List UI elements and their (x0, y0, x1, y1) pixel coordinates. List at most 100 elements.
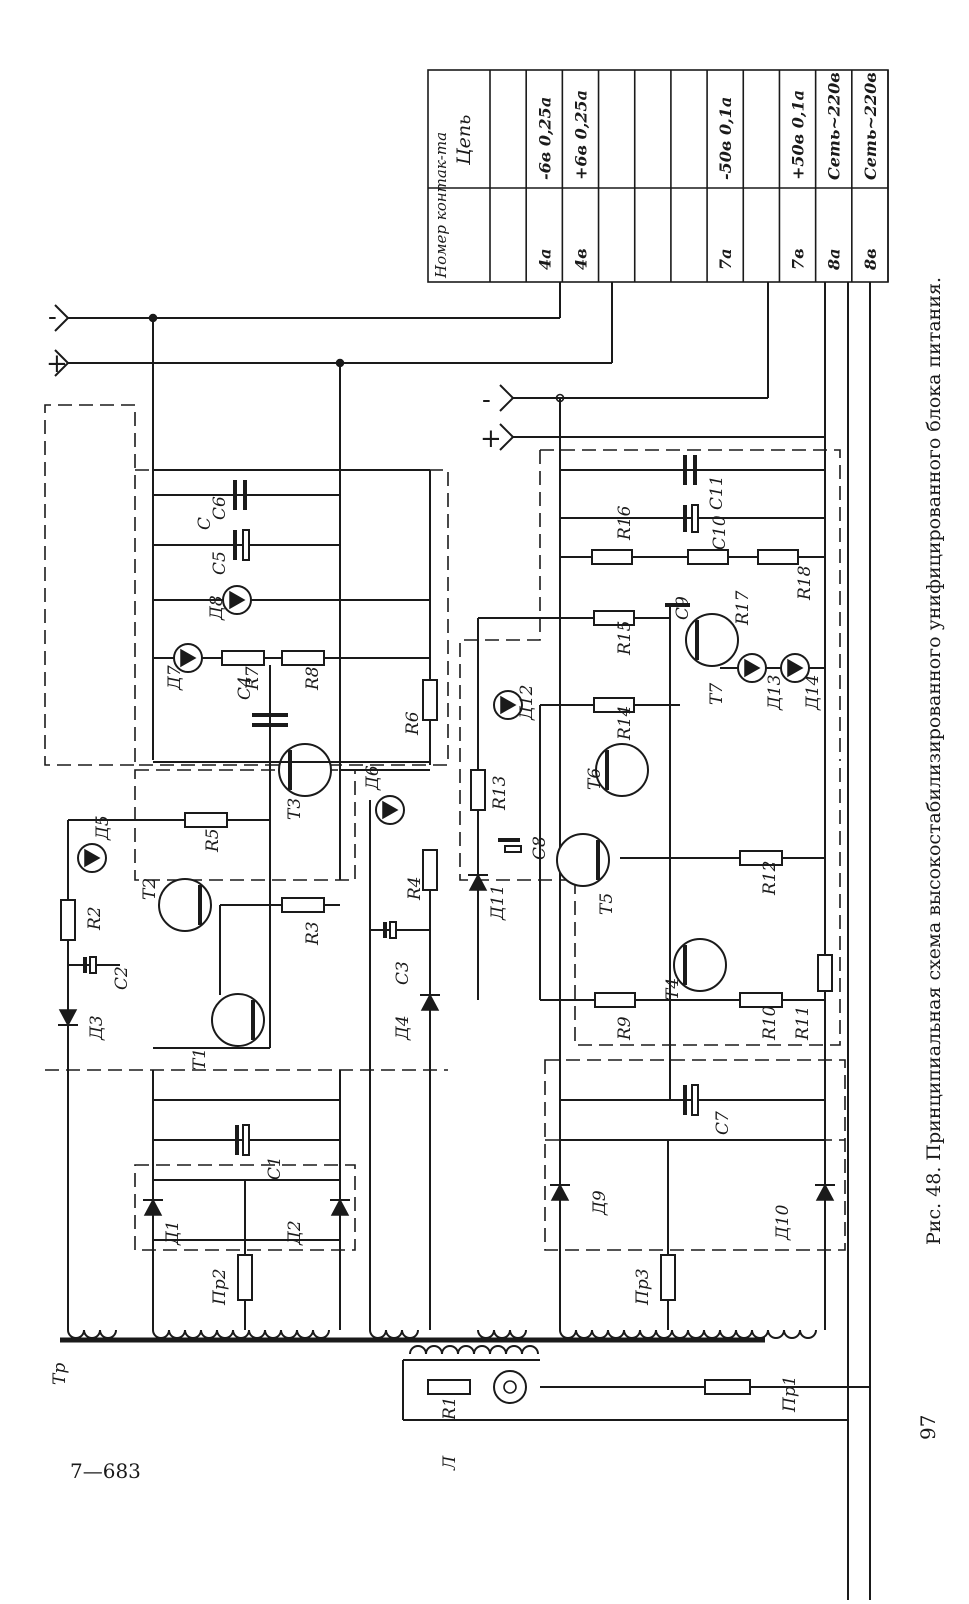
resistor-r15 (593, 610, 635, 626)
resistor-r7-label: R7 (243, 666, 263, 691)
fuse-pr3 (660, 1254, 676, 1301)
fuse-pr3-label: Пр3 (633, 1268, 653, 1306)
c6-label: C (195, 517, 215, 530)
resistor-r17-label: R17 (733, 590, 753, 626)
diode-d7-icon (173, 643, 203, 673)
transistor-t4-icon (673, 938, 727, 992)
winding-coil (369, 1329, 419, 1339)
resistor-r13 (470, 769, 486, 811)
resistor-r14 (593, 697, 635, 713)
capacitor-c3-label: C3 (393, 961, 413, 985)
transformer-windings (67, 1329, 817, 1355)
capacitor-c8-label: C8 (530, 836, 550, 860)
table-cell-contact: 7а (716, 249, 735, 271)
transistor-t6-label: T6 (585, 768, 605, 790)
table-cell-contact: 8а (825, 249, 844, 272)
diode-d5-label: Д5 (93, 815, 113, 841)
resistor-r6-label: R6 (403, 711, 423, 736)
capacitor-c7 (683, 1084, 699, 1116)
resistor-r8 (281, 650, 325, 666)
capacitor-c1-label: C1 (265, 1156, 285, 1180)
diode-d1-label: Д1 (163, 1220, 183, 1246)
transistor-t1-label: T1 (190, 1048, 210, 1070)
transistor-t2-label: T2 (140, 878, 160, 900)
resistor-r13-label: R13 (490, 776, 510, 811)
resistor-r1 (427, 1379, 471, 1395)
lamp-label: Л (440, 1455, 460, 1471)
table-cell-contact: 4в (571, 248, 590, 270)
capacitor-c6-label: C6 (210, 496, 230, 520)
table-cell-contact: 4а (535, 249, 554, 271)
transistor-t3-icon (278, 743, 332, 797)
resistor-r12-label: R12 (760, 861, 780, 896)
diode-d4-label: Д4 (393, 1015, 413, 1041)
transistor-t5-icon (556, 833, 610, 887)
table-cell-circuit: -6в 0,25а (535, 97, 554, 180)
transistor-t7-icon (685, 613, 739, 667)
table-cell-circuit: -50в 0,1а (716, 97, 735, 180)
resistor-r4-label: R4 (405, 876, 425, 901)
diode-d6-icon (375, 795, 405, 825)
fuse-pr2-label: Пр2 (210, 1268, 230, 1306)
diode-d3-icon (58, 1009, 78, 1027)
diode-d5-icon (77, 843, 107, 873)
resistor-r11 (817, 954, 833, 992)
diode-d13-icon (737, 653, 767, 683)
resistor-r4 (422, 849, 438, 891)
diode-d12-icon (493, 690, 523, 720)
resistor-r9 (594, 992, 636, 1008)
table-header-circuit: Цепь (453, 115, 475, 166)
table-cell-contact: 8в (861, 248, 880, 271)
capacitor-c11-label: C11 (707, 475, 727, 510)
fuse-pr2 (237, 1254, 253, 1301)
figure-caption: Рис. 48. Принципиальная схема высокостаб… (923, 277, 945, 1245)
capacitor-c8 (498, 838, 522, 853)
capacitor-c3 (383, 921, 397, 939)
right-plus-terminal-icon (499, 423, 515, 451)
diode-d8-label: Д8 (207, 595, 227, 621)
winding-coil (559, 1329, 817, 1339)
capacitor-c1 (235, 1124, 250, 1156)
resistor-r18-label: R18 (795, 565, 815, 601)
table-cell-circuit: Сеть~220в (861, 72, 880, 180)
winding-coil (409, 1345, 539, 1355)
diode-d12-label: Д12 (517, 685, 537, 721)
diode-d2-label: Д2 (285, 1220, 305, 1246)
diode-d11-icon (468, 873, 488, 891)
resistor-r2-label: R2 (85, 906, 105, 931)
diode-d10-label: Д10 (773, 1204, 793, 1241)
resistor-r17 (687, 549, 729, 565)
diode-d13-label: Д13 (765, 675, 785, 711)
fuse-pr1 (704, 1379, 751, 1395)
diode-d11-label: Д11 (488, 885, 508, 921)
transistor-t2-icon (158, 878, 212, 932)
resistor-r3-label: R3 (303, 921, 323, 946)
resistor-r3 (281, 897, 325, 913)
transistor-t4-label: T4 (663, 978, 683, 1000)
capacitor-c10-label: C10 (710, 515, 730, 550)
fuse-pr1-label: Пр1 (780, 1375, 800, 1413)
capacitor-c2-label: C2 (112, 966, 132, 990)
table-cell-circuit: Сеть~220в (825, 72, 844, 180)
left-minus-terminal-icon (54, 304, 70, 332)
resistor-r16 (591, 549, 633, 565)
resistor-r10-label: R10 (760, 1005, 780, 1041)
resistor-r14-label: R14 (615, 706, 635, 741)
capacitor-c5 (233, 529, 250, 561)
capacitor-c10 (683, 504, 699, 533)
capacitor-c7-label: C7 (713, 1111, 733, 1135)
transistor-t7-label: T7 (707, 683, 727, 705)
page-number: 97 (916, 1415, 940, 1440)
right-minus-terminal-icon (499, 384, 515, 412)
diode-d3-label: Д3 (87, 1015, 107, 1041)
right-output-terminals: - + (480, 384, 515, 454)
left-minus-terminal-label: - (48, 302, 57, 332)
diode-d7-label: Д7 (165, 665, 185, 691)
resistor-r10 (739, 992, 783, 1008)
capacitor-c2 (83, 956, 97, 974)
printer-signature: 7—683 (70, 1459, 141, 1483)
winding-coil (67, 1329, 117, 1339)
lamp-icon (493, 1370, 527, 1404)
resistor-r2 (60, 899, 76, 941)
